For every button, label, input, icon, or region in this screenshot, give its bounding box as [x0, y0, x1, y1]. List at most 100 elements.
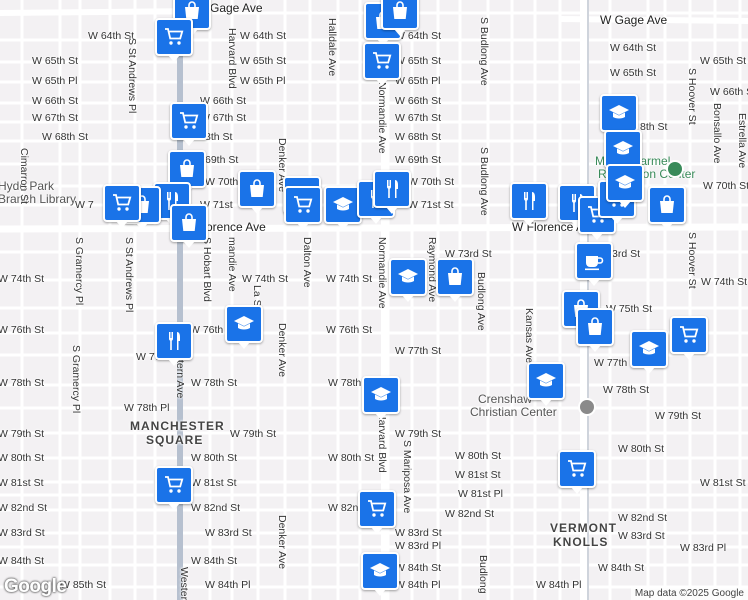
street-label-vertical: S Budlong Ave: [478, 17, 490, 86]
street-label: W 82nd St: [445, 508, 495, 520]
shopping-cart-marker[interactable]: [170, 102, 208, 146]
school-marker[interactable]: [606, 164, 644, 208]
street-label: W 83rd St: [618, 530, 665, 542]
street-label: W 64th St: [240, 30, 287, 42]
street-label: W 84th Pl: [395, 579, 441, 591]
restaurant-marker[interactable]: [510, 182, 548, 226]
street-label: W 74th St: [242, 273, 289, 285]
park-icon[interactable]: [666, 160, 684, 178]
street-label-vertical: Budlong Ave: [475, 272, 487, 331]
street-label: W 65th St: [395, 55, 442, 67]
shopping-cart-marker[interactable]: [155, 466, 193, 510]
restaurant-marker[interactable]: [373, 170, 411, 214]
shopping-bag-marker[interactable]: [168, 150, 206, 194]
street-label: W 76th: [190, 324, 224, 336]
church-icon[interactable]: [578, 398, 596, 416]
street-label: W 82nd St: [618, 512, 668, 524]
school-marker[interactable]: [389, 258, 427, 302]
street-label: W 66th St: [200, 95, 247, 107]
street-label: W 65th Pl: [32, 75, 78, 87]
street-label-vertical: S Gramercy Pl: [70, 345, 82, 414]
area-label-square: SQUARE: [146, 433, 204, 447]
street-label: W 77th St: [395, 345, 442, 357]
poi-label-christian-center: Christian Center: [470, 405, 557, 419]
street-label: W 66th St: [710, 86, 748, 98]
street-label: W 80th St: [455, 450, 502, 462]
shopping-cart-marker[interactable]: [670, 316, 708, 360]
graduation-cap-icon: [536, 373, 556, 387]
shopping-cart-marker[interactable]: [103, 184, 141, 228]
graduation-cap-icon: [234, 316, 254, 330]
street-label: 3rd St: [612, 248, 641, 260]
street-label-vertical: Denker Ave: [276, 323, 288, 378]
shopping-cart-marker[interactable]: [358, 490, 396, 534]
street-label-vertical: Cimarron St: [18, 148, 30, 205]
shopping-bag-icon: [448, 267, 462, 285]
street-label: W 80th St: [0, 452, 45, 464]
street-label: W 67th St: [395, 112, 442, 124]
graduation-cap-icon: [613, 141, 633, 155]
school-marker[interactable]: [527, 362, 565, 406]
shopping-bag-marker[interactable]: [381, 0, 419, 36]
street-label: W 70th St: [703, 180, 748, 192]
shopping-cart-marker[interactable]: [363, 42, 401, 86]
street-label: W 84th St: [395, 562, 442, 574]
shopping-cart-marker[interactable]: [155, 18, 193, 62]
shopping-cart-icon: [373, 52, 392, 69]
shopping-bag-marker[interactable]: [648, 186, 686, 230]
street-label-vertical: Harvard Blvd: [376, 412, 388, 473]
cafe-marker[interactable]: [575, 242, 613, 286]
school-marker[interactable]: [324, 186, 362, 230]
shopping-cart-marker[interactable]: [284, 186, 322, 230]
school-marker[interactable]: [604, 130, 642, 174]
street-label: W 78th Pl: [124, 402, 170, 414]
street-label: W 70th S: [205, 176, 249, 188]
street-label-vertical: S Hoover St: [686, 232, 698, 289]
street-label: W 64th St: [88, 30, 135, 42]
shopping-cart-marker[interactable]: [558, 450, 596, 494]
restaurant-icon: [524, 192, 535, 210]
street-label: W 80th St: [328, 452, 375, 464]
street-label: W 81st Pl: [458, 488, 503, 500]
school-marker[interactable]: [225, 305, 263, 349]
shopping-bag-marker[interactable]: [238, 170, 276, 214]
graduation-cap-icon: [371, 387, 391, 401]
street-label: W 83rd Pl: [680, 542, 727, 554]
poi-label-crenshaw: Crenshaw: [478, 392, 533, 406]
street-label: W 64th St: [395, 30, 442, 42]
street-label: W 67th St: [200, 112, 247, 124]
street-label: W 68th St: [395, 131, 442, 143]
street-label: W 77th St: [594, 357, 641, 369]
street-label-vertical: S St Andrews Pl: [123, 237, 135, 313]
street-label-vertical: Bonsallo Ave: [711, 103, 723, 164]
graduation-cap-icon: [639, 341, 659, 355]
shopping-bag-icon: [180, 159, 194, 177]
shopping-cart-icon: [165, 28, 184, 45]
shopping-cart-icon: [568, 460, 587, 477]
shopping-cart-icon: [680, 326, 699, 343]
poi-label-branch-library: Branch Library: [0, 192, 77, 206]
google-logo: Google: [4, 576, 67, 597]
street-label: W 83rd St: [395, 527, 442, 539]
street-label: W 68th St: [42, 131, 89, 143]
street-label: W 78th St: [191, 377, 238, 389]
street-label: W 65th St: [700, 55, 747, 67]
school-marker[interactable]: [361, 552, 399, 596]
restaurant-marker[interactable]: [155, 322, 193, 366]
school-marker[interactable]: [600, 94, 638, 138]
shopping-cart-icon: [165, 476, 184, 493]
school-marker[interactable]: [630, 330, 668, 374]
school-marker[interactable]: [362, 376, 400, 420]
shopping-bag-marker[interactable]: [436, 258, 474, 302]
street-label: W 83rd St: [205, 527, 252, 539]
street-label: W 71st St: [408, 199, 454, 211]
shopping-bag-marker[interactable]: [576, 308, 614, 352]
street-label-vertical: S Budlong Ave: [478, 147, 490, 216]
shopping-cart-icon: [368, 500, 387, 517]
street-label-vertical: Budlong: [477, 555, 489, 594]
shopping-bag-marker[interactable]: [170, 204, 208, 248]
street-label-vertical: S Mariposa Ave: [401, 440, 413, 514]
street-label: W 74th St: [326, 273, 373, 285]
area-label-manchester: MANCHESTER: [130, 419, 225, 433]
